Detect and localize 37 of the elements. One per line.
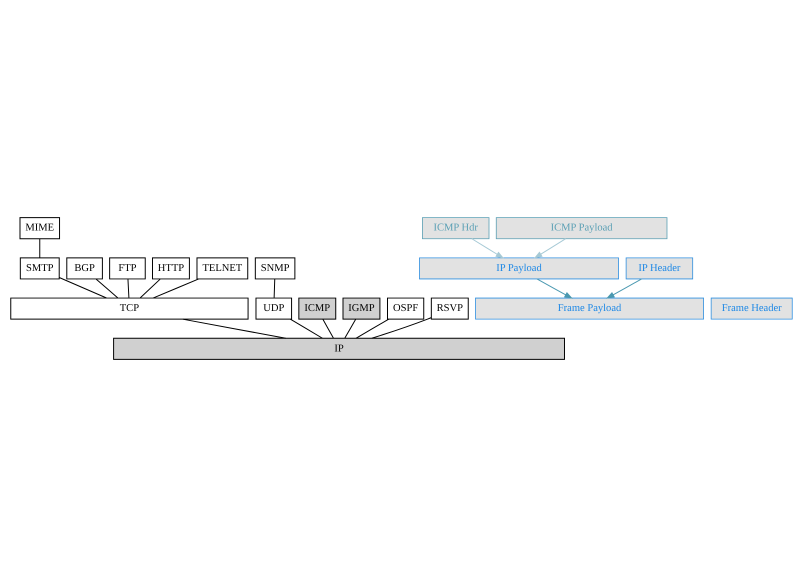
arrow: [606, 278, 642, 299]
node-box: TCP: [10, 298, 249, 320]
node-box: HTTP: [152, 257, 190, 280]
node-box: OSPF: [387, 298, 424, 320]
connector: [182, 318, 286, 339]
node-box: Frame Header: [710, 298, 793, 320]
arrow: [471, 238, 504, 259]
node-box: ICMP: [298, 298, 336, 320]
node-box: TELNET: [196, 257, 248, 280]
connector: [371, 317, 432, 339]
node-box: ICMP Hdr: [422, 217, 490, 240]
connector: [356, 318, 390, 339]
arrow: [534, 238, 566, 259]
connector: [274, 278, 276, 298]
connector: [322, 318, 334, 339]
node-box: IP Header: [626, 257, 694, 280]
connector: [96, 278, 118, 298]
node-box: UDP: [256, 298, 292, 320]
node-box: SMTP: [20, 257, 60, 280]
arrow: [536, 278, 573, 299]
node-box: MIME: [20, 217, 60, 240]
connector: [152, 278, 200, 299]
node-box: ICMP Payload: [496, 217, 668, 240]
node-box: IGMP: [342, 298, 380, 320]
connector: [290, 318, 323, 339]
node-box: Frame Payload: [475, 298, 704, 320]
node-box: IP: [113, 338, 565, 360]
node-box: IP Payload: [419, 257, 619, 280]
connector: [140, 278, 161, 298]
node-box: FTP: [109, 257, 146, 280]
node-box: BGP: [66, 257, 103, 280]
connector: [127, 278, 130, 298]
node-box: SNMP: [254, 257, 296, 280]
node-box: RSVP: [430, 298, 469, 320]
connector: [344, 318, 356, 339]
connector: [39, 238, 40, 258]
connector: [58, 277, 108, 298]
